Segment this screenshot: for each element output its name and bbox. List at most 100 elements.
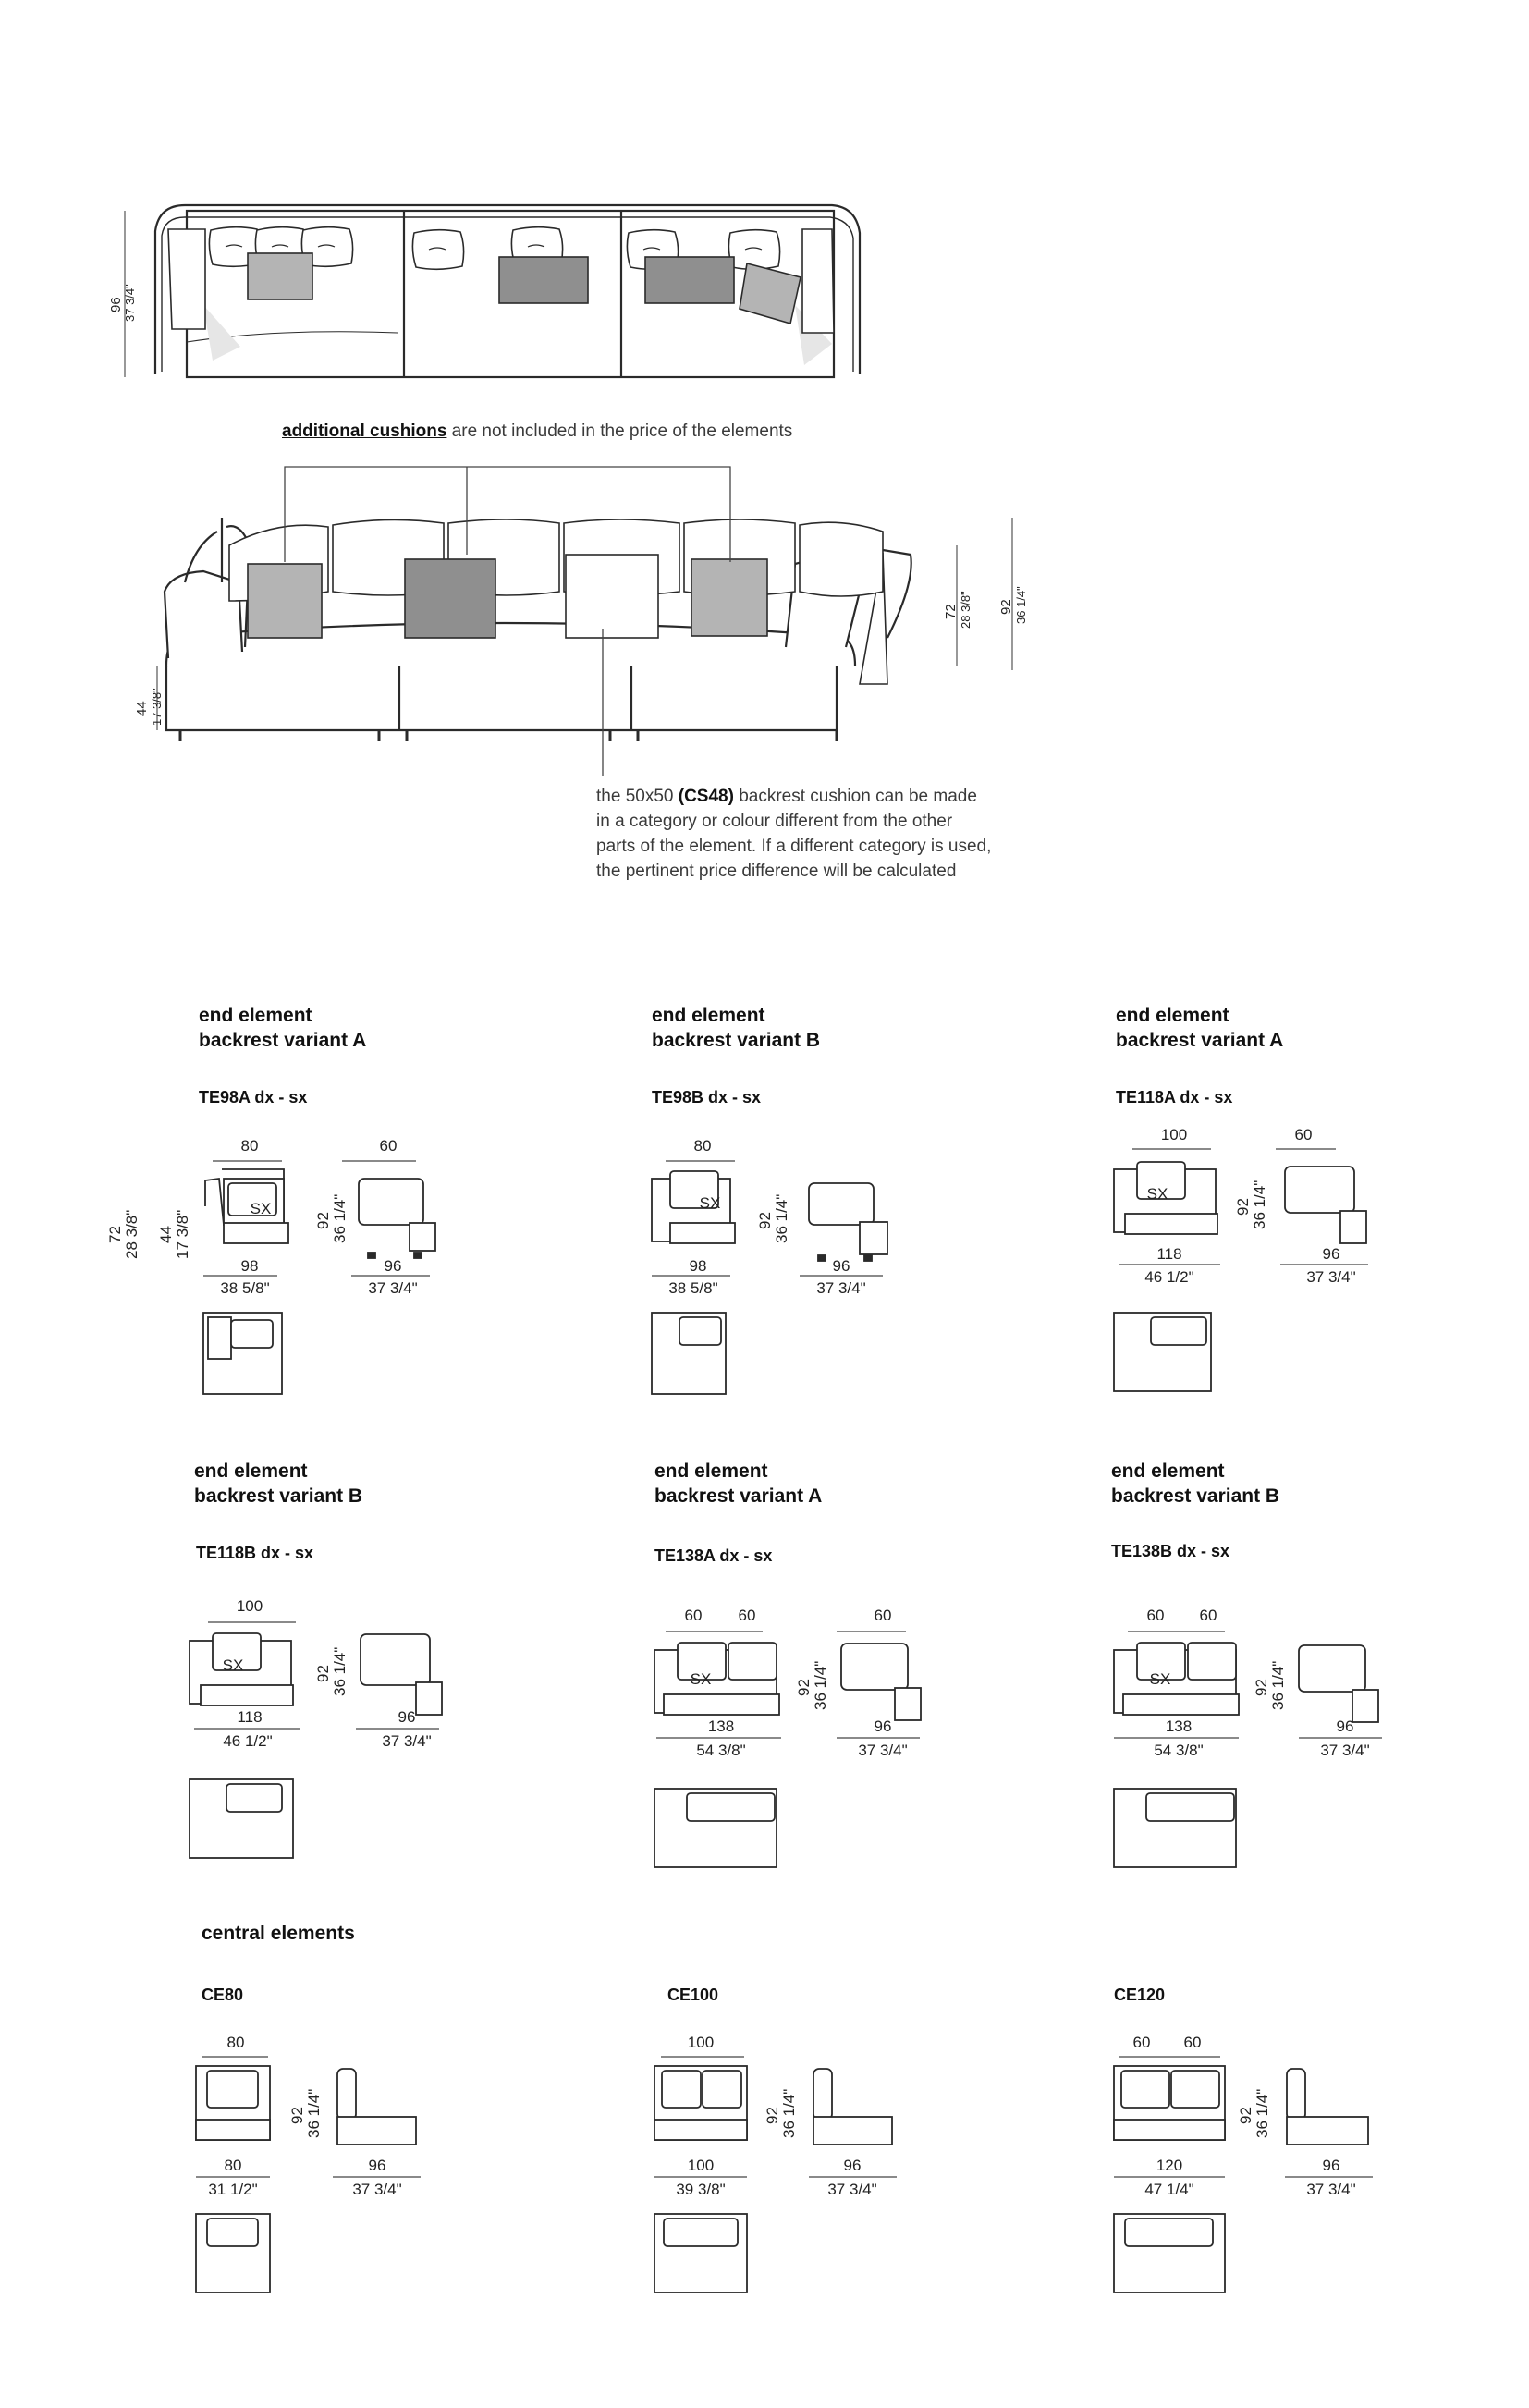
dim-seat-cm: 44 [157, 1226, 175, 1243]
dim-height-cm: 92 [288, 2107, 306, 2124]
front-seat-in: 17 3/8" [150, 688, 164, 726]
dim-depth-in: 37 3/4" [382, 1732, 432, 1750]
dim-depth-cm: 96 [843, 2157, 862, 2174]
dim-width-top: 80 [226, 2034, 245, 2051]
dim-side: 60 [379, 1137, 398, 1155]
element-code: TE138A dx - sx [654, 1546, 773, 1565]
dim-depth-cm: 96 [398, 1708, 416, 1726]
dim-depth-cm: 96 [1322, 1245, 1340, 1263]
dim-width-top-a: 60 [1132, 2034, 1151, 2051]
note-additional-cushions: additional cushions are not included in … [282, 422, 792, 442]
dim-height-cm: 92 [314, 1665, 332, 1682]
dim-height-cm: 92 [795, 1679, 813, 1696]
dim-depth-cm: 96 [832, 1257, 850, 1275]
note-backrest-code: (CS48) [678, 787, 734, 806]
dim-width-cm: 80 [224, 2157, 242, 2174]
dim-depth-in: 37 3/4" [827, 2181, 877, 2198]
dim-width-in: 54 3/8" [696, 1742, 746, 1759]
front-total-in: 36 1/4" [1014, 586, 1028, 624]
dim-height-in: 36 1/4" [331, 1646, 349, 1696]
dim-width-in: 54 3/8" [1154, 1742, 1204, 1759]
dim-width-cm: 118 [237, 1708, 263, 1726]
sx-label: SX [699, 1194, 721, 1212]
dim-width-top-b: 60 [1199, 1607, 1217, 1624]
element-code: TE118A dx - sx [1116, 1088, 1233, 1106]
dim-width-in: 46 1/2" [1144, 1268, 1194, 1286]
dim-width-in: 38 5/8" [668, 1279, 718, 1297]
element-code: TE98A dx - sx [199, 1088, 308, 1106]
dim-width-cm: 98 [240, 1257, 259, 1275]
sx-label: SX [250, 1200, 272, 1217]
dim-width-cm: 100 [687, 2157, 715, 2174]
front-seat-cm: 44 [134, 701, 150, 716]
dim-height-in: 36 1/4" [1269, 1660, 1287, 1710]
dim-width-top: 80 [693, 1137, 712, 1155]
dim-side: 60 [1294, 1126, 1313, 1143]
dim-seat-in: 17 3/8" [174, 1209, 191, 1259]
dim-depth-in: 37 3/4" [368, 1279, 418, 1297]
front-arm-cm: 72 [943, 604, 959, 619]
element-code: TE138B dx - sx [1111, 1542, 1230, 1560]
dim-height-cm: 92 [314, 1212, 332, 1229]
dim-height-in: 36 1/4" [1251, 1180, 1268, 1229]
dim-width-top: 100 [1160, 1126, 1188, 1143]
dim-width-cm: 98 [689, 1257, 707, 1275]
dim-arm-in: 28 3/8" [123, 1209, 141, 1259]
dim-width-top: 100 [236, 1597, 263, 1615]
dim-height-cm: 92 [1234, 1198, 1252, 1216]
dim-width-in: 38 5/8" [220, 1279, 270, 1297]
dim-depth-cm: 96 [368, 2157, 386, 2174]
sx-label: SX [222, 1656, 244, 1674]
top-view-sofa [153, 203, 862, 379]
element-code: CE100 [667, 1986, 719, 2004]
dim-width-top-b: 60 [1183, 2034, 1202, 2051]
dim-width-top: 80 [240, 1137, 259, 1155]
note-cushions-bold: additional cushions [282, 422, 447, 441]
dim-width-cm: 138 [1165, 1717, 1193, 1735]
top-height-in: 37 3/4" [123, 284, 137, 322]
element-code: CE120 [1114, 1986, 1166, 2004]
top-height-cm: 96 [108, 297, 124, 312]
dim-width-top-b: 60 [738, 1607, 756, 1624]
note-backrest-line3: parts of the element. If a different cat… [596, 837, 992, 856]
dim-height-cm: 92 [756, 1212, 774, 1229]
dim-depth-in: 37 3/4" [1320, 1742, 1370, 1759]
dim-depth-in: 37 3/4" [858, 1742, 908, 1759]
dim-height-in: 36 1/4" [780, 2088, 798, 2138]
dim-height-in: 36 1/4" [773, 1193, 790, 1243]
dim-width-top: 100 [687, 2034, 715, 2051]
dim-width-cm: 120 [1156, 2157, 1183, 2174]
dim-depth-cm: 96 [874, 1717, 892, 1735]
dim-depth-in: 37 3/4" [352, 2181, 402, 2198]
dim-width-cm: 138 [707, 1717, 735, 1735]
dim-width-cm: 118 [1156, 1245, 1182, 1263]
dim-width-in: 39 3/8" [676, 2181, 726, 2198]
dimension-rules [194, 1148, 1382, 2178]
dim-height-in: 36 1/4" [331, 1193, 349, 1243]
dim-height-in: 36 1/4" [812, 1660, 829, 1710]
note-backrest-line1: backrest cushion can be made [733, 787, 977, 806]
note-backrest: the 50x50 (CS48) backrest cushion can be… [596, 784, 1095, 884]
central-title: central elements [202, 1923, 355, 1944]
dim-height-cm: 92 [1237, 2107, 1254, 2124]
dim-depth-in: 37 3/4" [1306, 2181, 1356, 2198]
sx-label: SX [1146, 1185, 1168, 1203]
dim-width-top-a: 60 [1146, 1607, 1165, 1624]
note-backrest-pre: the 50x50 [596, 787, 679, 806]
front-view-sofa [163, 518, 912, 741]
element-code: CE80 [202, 1986, 244, 2004]
leader-lines [284, 466, 731, 776]
dim-width-in: 47 1/4" [1144, 2181, 1194, 2198]
dim-depth-in: 37 3/4" [816, 1279, 866, 1297]
front-total-cm: 92 [998, 599, 1014, 615]
dim-height-cm: 92 [1253, 1679, 1270, 1696]
dim-height-in: 36 1/4" [305, 2088, 323, 2138]
sx-label: SX [690, 1670, 712, 1688]
dim-width-top-a: 60 [684, 1607, 703, 1624]
dim-depth-cm: 96 [1322, 2157, 1340, 2174]
